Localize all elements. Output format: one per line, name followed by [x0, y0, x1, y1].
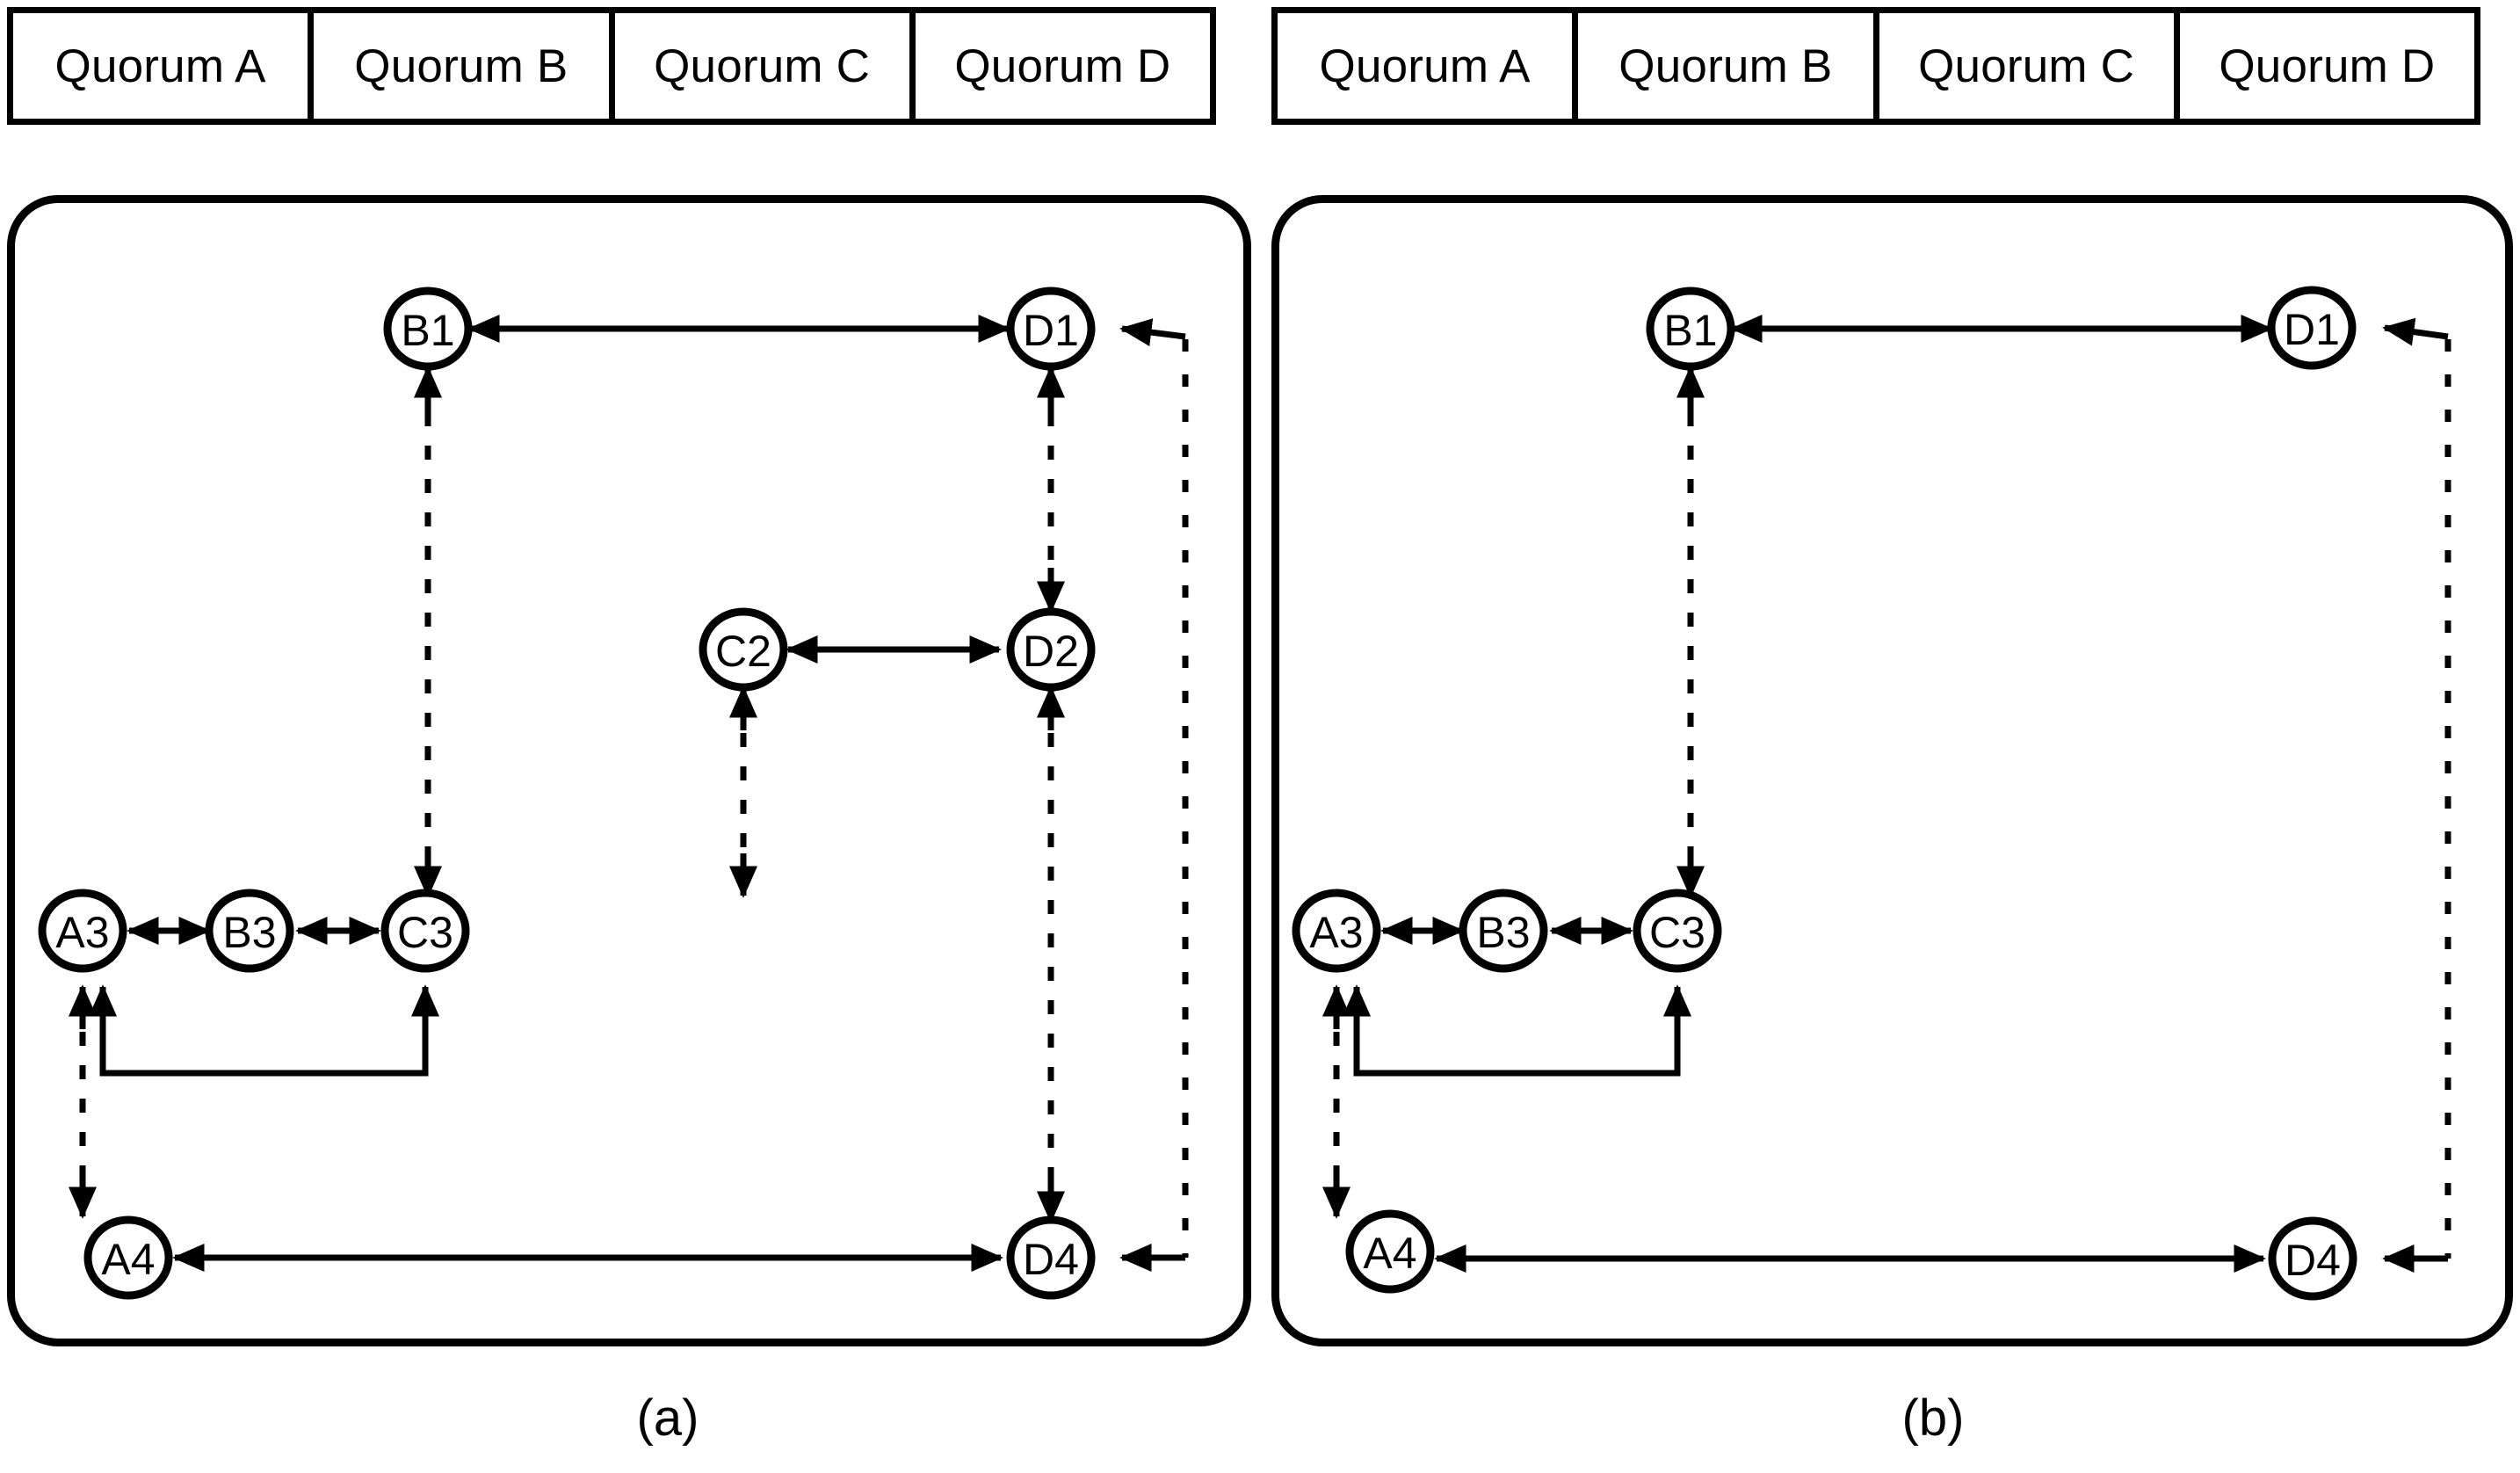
- node-d2[interactable]: D2: [1006, 607, 1096, 692]
- quorum-label: Quorum B: [354, 40, 568, 92]
- node-b3[interactable]: B3: [205, 889, 294, 973]
- edge-d4-d1-rail: [1119, 318, 1189, 1273]
- panel-a-graph: B1 D1 C2 D2 A3 B3: [38, 287, 1189, 1300]
- node-b3[interactable]: B3: [1459, 889, 1548, 973]
- node-c3[interactable]: C3: [1633, 889, 1722, 973]
- node-b1-label: B1: [1663, 306, 1717, 355]
- edge-d4-d1-rail: [2382, 317, 2451, 1273]
- node-d4-label: D4: [1023, 1235, 1079, 1284]
- quorum-label: Quorum A: [1319, 40, 1531, 92]
- panel-a-frame: B1 D1 C2 D2 A3 B3: [7, 195, 1251, 1346]
- node-b1-label: B1: [401, 306, 454, 355]
- caption-b: (b): [1901, 1390, 1965, 1447]
- node-b1[interactable]: B1: [1646, 287, 1735, 371]
- node-b3-label: B3: [222, 908, 276, 957]
- node-d1[interactable]: D1: [1006, 287, 1096, 371]
- quorum-table-b: Quorum A Quorum B Quorum C Quorum D: [1271, 7, 2480, 125]
- quorum-table-a: Quorum A Quorum B Quorum C Quorum D: [7, 7, 1216, 125]
- node-b1[interactable]: B1: [383, 287, 473, 371]
- node-d4-label: D4: [2285, 1236, 2341, 1285]
- caption-a: (a): [636, 1390, 699, 1447]
- quorum-cell-b2: Quorum B: [1578, 13, 1879, 119]
- node-a4-label: A4: [1363, 1229, 1416, 1278]
- node-a3[interactable]: A3: [38, 889, 127, 973]
- quorum-label: Quorum B: [1618, 40, 1833, 92]
- quorum-cell-a3: Quorum C: [615, 13, 916, 119]
- node-d4[interactable]: D4: [2268, 1216, 2357, 1301]
- node-d1-label: D1: [2284, 305, 2340, 354]
- node-d2-label: D2: [1023, 627, 1079, 676]
- quorum-label: Quorum D: [2219, 40, 2436, 92]
- node-a3-label: A3: [1309, 908, 1363, 957]
- node-d1-label: D1: [1023, 306, 1079, 355]
- quorum-cell-a1: Quorum A: [13, 13, 315, 119]
- node-c2-label: C2: [715, 627, 771, 676]
- quorum-cell-a4: Quorum D: [916, 13, 1210, 119]
- edge-c3-a3-elbow: [1342, 984, 1692, 1077]
- node-b3-label: B3: [1476, 908, 1530, 957]
- node-c3-label: C3: [1649, 908, 1705, 957]
- node-a4-label: A4: [101, 1235, 155, 1284]
- node-c2[interactable]: C2: [699, 607, 788, 692]
- quorum-label: Quorum D: [954, 40, 1171, 92]
- node-a4[interactable]: A4: [1345, 1209, 1435, 1294]
- edge-c3-a3-elbow: [88, 984, 440, 1077]
- node-d4[interactable]: D4: [1006, 1215, 1096, 1300]
- node-d1[interactable]: D1: [2267, 286, 2357, 370]
- panel-b-graph: B1 D1 A3 B3 C3 A4: [1292, 286, 2451, 1301]
- quorum-cell-b3: Quorum C: [1879, 13, 2180, 119]
- quorum-label: Quorum C: [654, 40, 871, 92]
- node-c3[interactable]: C3: [380, 889, 470, 973]
- node-a4[interactable]: A4: [83, 1215, 173, 1300]
- quorum-cell-b1: Quorum A: [1278, 13, 1579, 119]
- quorum-label: Quorum C: [1918, 40, 2135, 92]
- node-c3-label: C3: [397, 908, 453, 957]
- quorum-label: Quorum A: [54, 40, 266, 92]
- node-a3-label: A3: [55, 908, 109, 957]
- quorum-cell-a2: Quorum B: [314, 13, 615, 119]
- panel-b-frame: B1 D1 A3 B3 C3 A4: [1271, 195, 2513, 1346]
- quorum-cell-b4: Quorum D: [2180, 13, 2474, 119]
- node-a3[interactable]: A3: [1292, 889, 1381, 973]
